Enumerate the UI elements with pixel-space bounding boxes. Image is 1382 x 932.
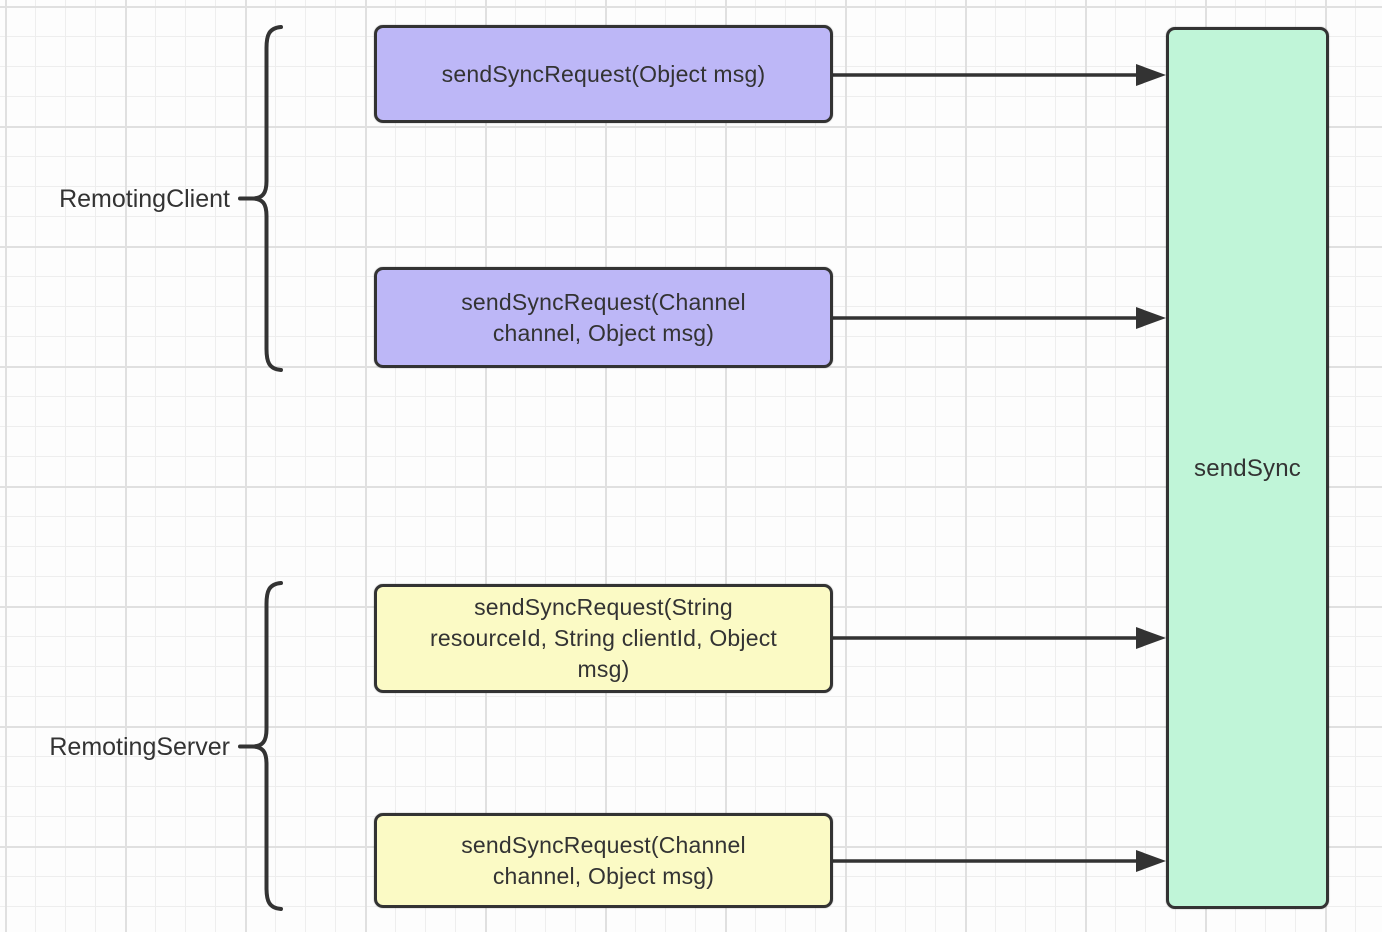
connector-arrow-4 <box>832 850 1166 872</box>
client-group-brace-icon <box>238 25 283 372</box>
arrowhead-icon <box>1136 627 1166 649</box>
connector-arrow-3 <box>832 627 1166 649</box>
client-method-node-1: sendSyncRequest(Object msg) <box>374 25 833 123</box>
server-group-brace-icon <box>238 581 283 911</box>
connector-arrow-2 <box>832 307 1166 329</box>
connector-arrow-1 <box>832 64 1166 86</box>
server-method-node-1: sendSyncRequest(String resourceId, Strin… <box>374 584 833 693</box>
client-method-node-2: sendSyncRequest(Channel channel, Object … <box>374 267 833 368</box>
arrowhead-icon <box>1136 850 1166 872</box>
server-method-node-2: sendSyncRequest(Channel channel, Object … <box>374 813 833 908</box>
remoting-client-group-label: RemotingClient <box>59 185 230 213</box>
remoting-server-group-label: RemotingServer <box>49 733 230 761</box>
arrowhead-icon <box>1136 64 1166 86</box>
arrowhead-icon <box>1136 307 1166 329</box>
send-sync-target-node: sendSync <box>1166 27 1329 909</box>
